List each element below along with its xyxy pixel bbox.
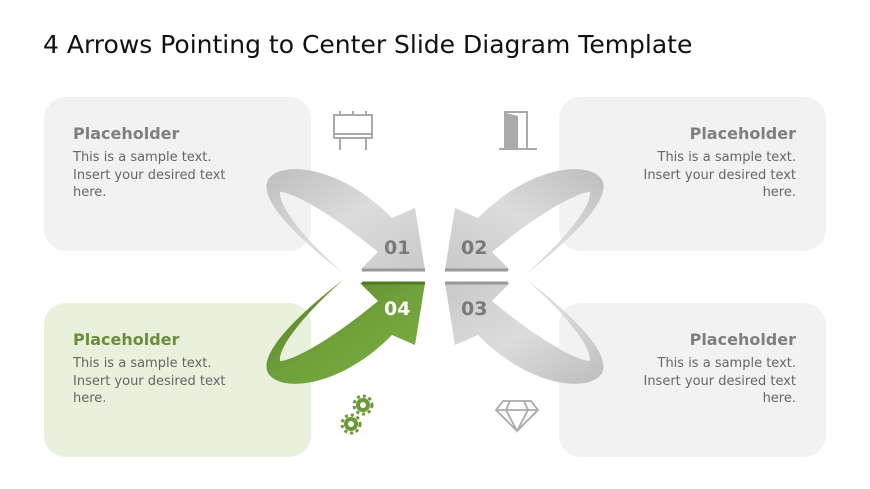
placeholder-box-04: Placeholder This is a sample text. Inser… (44, 303, 311, 457)
gears-icon (340, 394, 374, 435)
placeholder-box-01: Placeholder This is a sample text. Inser… (44, 97, 311, 251)
box-text: This is a sample text. Insert your desir… (73, 150, 226, 200)
arrow-04 (266, 280, 425, 384)
billboard-icon (333, 111, 373, 150)
box-text: This is a sample text. Insert your desir… (73, 356, 226, 406)
box-heading: Placeholder (689, 330, 796, 349)
box-heading: Placeholder (73, 124, 180, 143)
box-heading: Placeholder (73, 330, 180, 349)
box-text: This is a sample text. Insert your desir… (643, 150, 796, 200)
arrow-number-01: 01 (384, 237, 410, 259)
diamond-icon (494, 400, 540, 433)
box-text: This is a sample text. Insert your desir… (643, 356, 796, 406)
arrow-number-02: 02 (461, 237, 487, 259)
door-icon (499, 111, 537, 150)
arrow-number-03: 03 (461, 298, 487, 320)
placeholder-box-03: Placeholder This is a sample text. Inser… (559, 303, 826, 457)
arrow-number-04: 04 (384, 298, 410, 320)
slide-title: 4 Arrows Pointing to Center Slide Diagra… (43, 30, 693, 59)
box-heading: Placeholder (689, 124, 796, 143)
placeholder-box-02: Placeholder This is a sample text. Inser… (559, 97, 826, 251)
arrow-03 (445, 280, 604, 384)
